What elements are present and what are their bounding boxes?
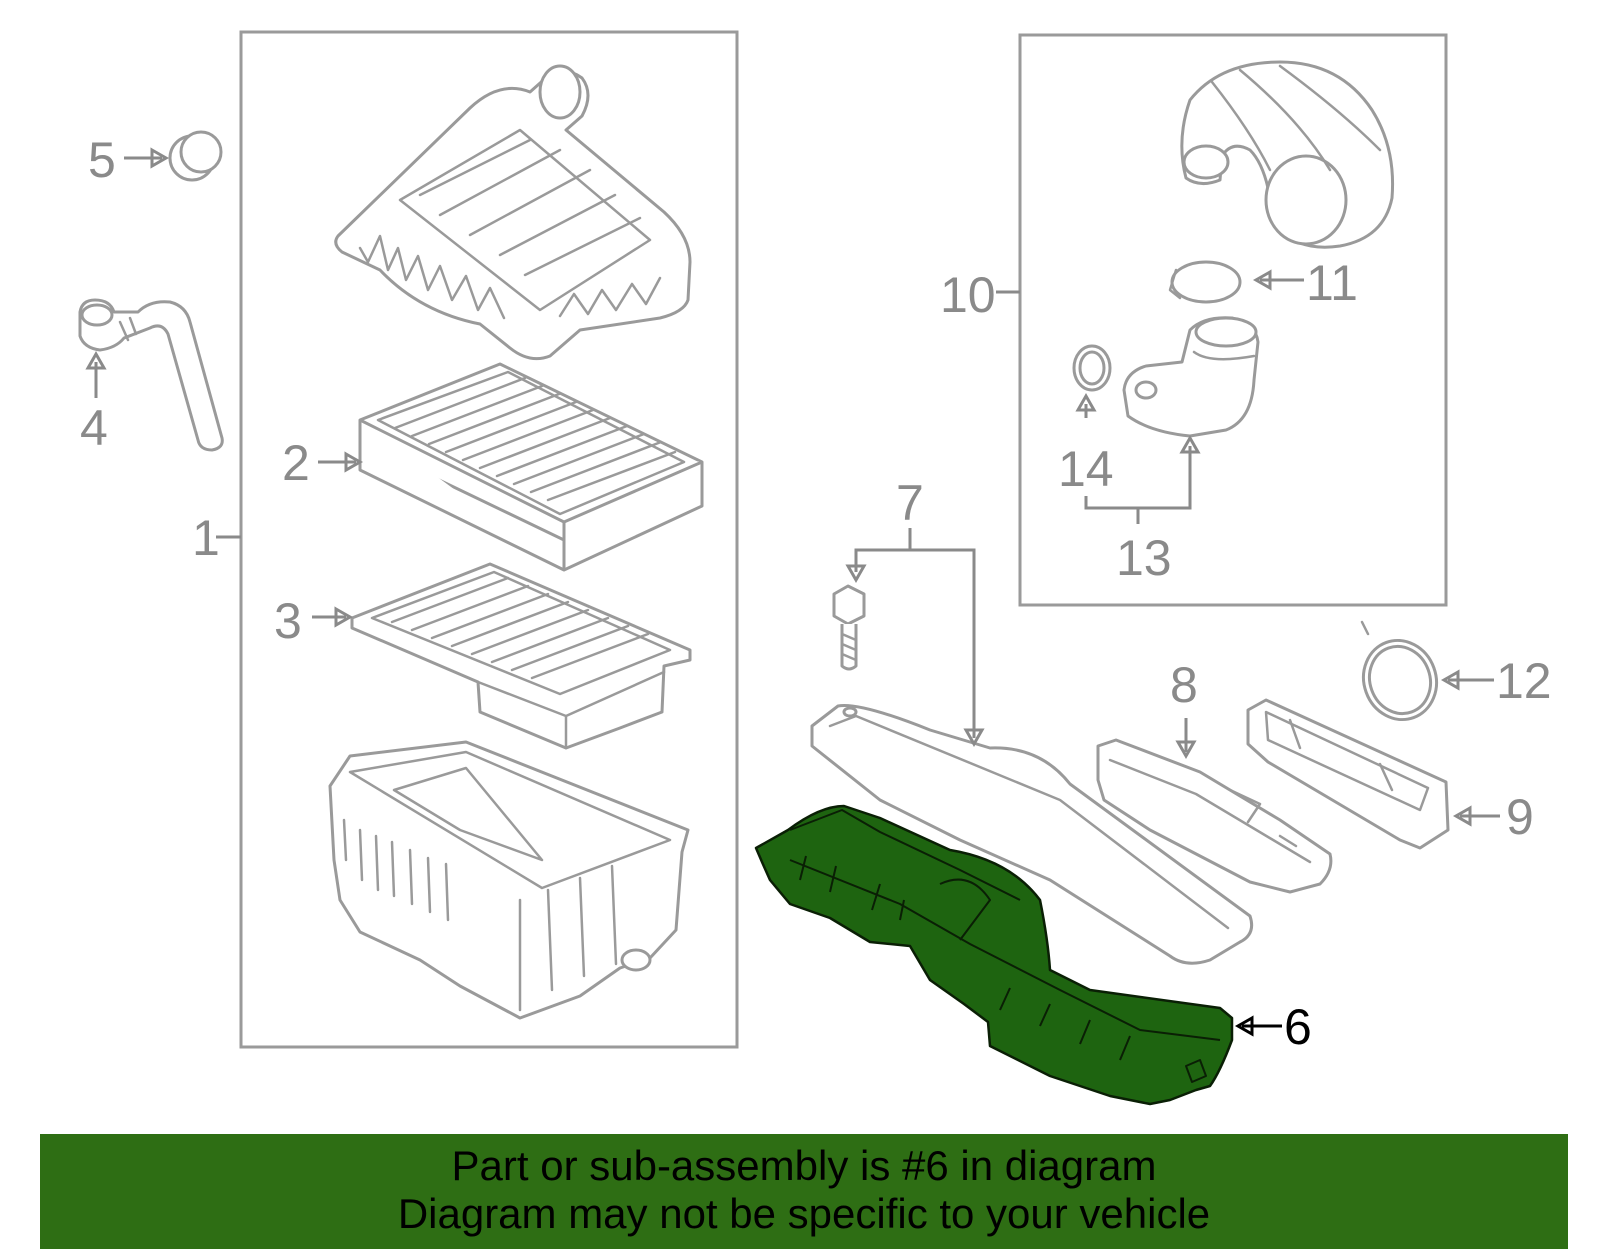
callout-11: 11 xyxy=(1306,255,1358,311)
part-10-intake-hose[interactable] xyxy=(1180,60,1395,249)
part-4-hose[interactable] xyxy=(78,298,224,452)
callout-8: 8 xyxy=(1170,657,1198,713)
assembly-1-box xyxy=(239,30,739,1049)
callout-9: 9 xyxy=(1506,789,1534,845)
part-1-lower-housing[interactable] xyxy=(328,740,690,1020)
callout-1: 1 xyxy=(192,510,220,566)
banner-line-1: Part or sub-assembly is #6 in diagram xyxy=(451,1142,1157,1189)
part-7-cover[interactable] xyxy=(810,704,1254,965)
part-6-highlighted-duct[interactable] xyxy=(754,804,1234,1106)
callout-14: 14 xyxy=(1058,441,1114,497)
callout-2: 2 xyxy=(282,435,310,491)
part-2-filter-element[interactable] xyxy=(358,362,704,572)
assembly-10-box xyxy=(1018,33,1448,607)
part-14-gasket[interactable] xyxy=(1072,344,1112,392)
info-banner: Part or sub-assembly is #6 in diagram Di… xyxy=(40,1134,1568,1249)
callout-4: 4 xyxy=(80,400,108,456)
callout-13: 13 xyxy=(1116,530,1172,586)
callout-3: 3 xyxy=(274,593,302,649)
callout-7: 7 xyxy=(896,475,924,531)
part-1-upper-housing[interactable] xyxy=(334,64,692,361)
part-13-elbow[interactable] xyxy=(1122,316,1260,438)
part-9-duct[interactable] xyxy=(1246,698,1450,850)
banner-line-2: Diagram may not be specific to your vehi… xyxy=(397,1190,1211,1237)
callout-6: 6 xyxy=(1284,999,1312,1055)
callout-10: 10 xyxy=(940,267,996,323)
part-5-cap[interactable] xyxy=(168,130,223,182)
part-7-bolt[interactable] xyxy=(832,584,866,671)
part-8-duct[interactable] xyxy=(1096,738,1333,894)
callout-12: 12 xyxy=(1496,653,1552,709)
part-11-clamp[interactable] xyxy=(1168,260,1242,304)
part-3-tray[interactable] xyxy=(350,562,692,750)
callout-5: 5 xyxy=(88,132,116,188)
part-12-clamp[interactable] xyxy=(1352,620,1447,730)
